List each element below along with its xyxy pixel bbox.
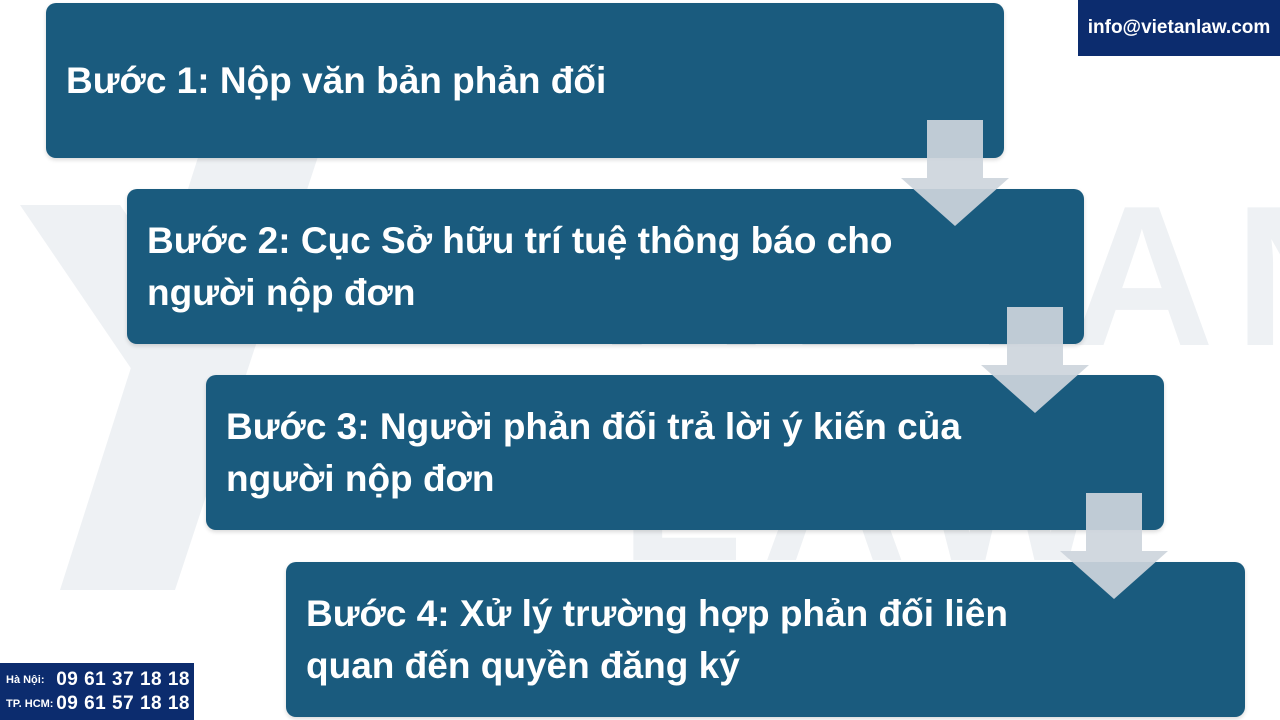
step-4-text: Bước 4: Xử lý trường hợp phản đối liên q… xyxy=(306,592,1008,686)
step-3-text: Bước 3: Người phản đối trả lời ý kiến củ… xyxy=(226,405,961,499)
step-2-text: Bước 2: Cục Sở hữu trí tuệ thông báo cho… xyxy=(147,219,893,313)
phone-number[interactable]: 09 61 37 18 18 xyxy=(56,669,190,690)
phone-number[interactable]: 09 61 57 18 18 xyxy=(56,693,190,714)
phone-row-hcm: TP. HCM: 09 61 57 18 18 xyxy=(6,692,190,716)
phone-city-label: TP. HCM: xyxy=(6,698,54,710)
step-1-text: Bước 1: Nộp văn bản phản đối xyxy=(66,59,607,101)
down-arrow-icon xyxy=(901,120,1009,226)
phone-row-hanoi: Hà Nội: 09 61 37 18 18 xyxy=(6,668,190,692)
phone-city-label: Hà Nội: xyxy=(6,674,45,686)
down-arrow-icon xyxy=(981,307,1089,413)
step-1-box: Bước 1: Nộp văn bản phản đối xyxy=(46,3,1004,158)
email-address[interactable]: info@vietanlaw.com xyxy=(1087,17,1271,38)
step-4-box: Bước 4: Xử lý trường hợp phản đối liên q… xyxy=(286,562,1245,717)
step-2-box: Bước 2: Cục Sở hữu trí tuệ thông báo cho… xyxy=(127,189,1084,344)
email-contact-box: info@vietanlaw.com xyxy=(1078,0,1280,56)
down-arrow-icon xyxy=(1060,493,1168,599)
phone-contact-box: Hà Nội: 09 61 37 18 18 TP. HCM: 09 61 57… xyxy=(0,663,194,720)
step-3-box: Bước 3: Người phản đối trả lời ý kiến củ… xyxy=(206,375,1164,530)
